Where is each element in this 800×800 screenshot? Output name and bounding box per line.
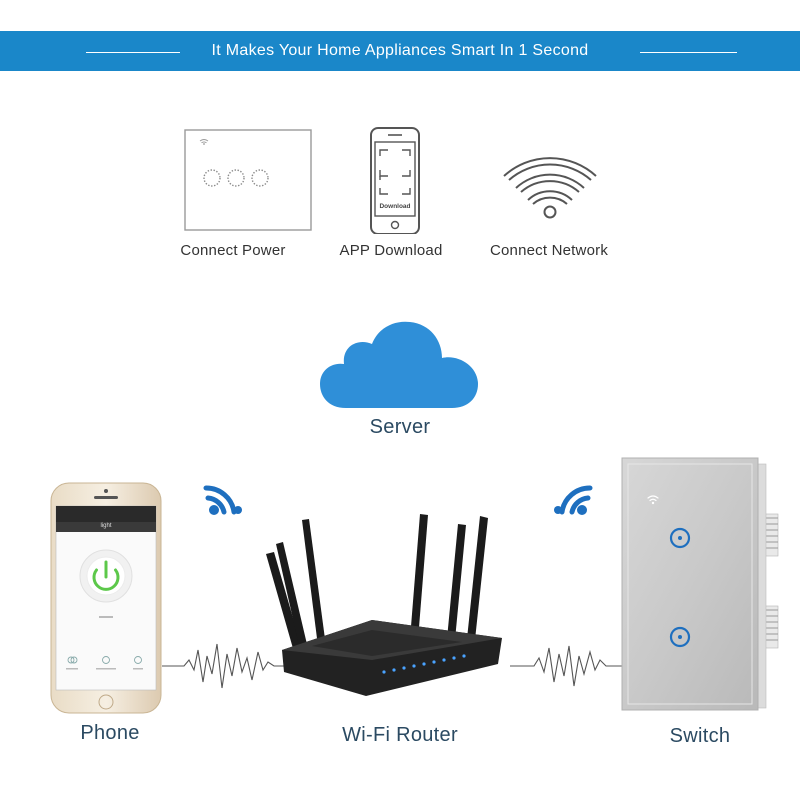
app-download-screen-text: Download (379, 203, 411, 210)
server-label: Server (369, 416, 431, 438)
banner-rule-left (86, 52, 180, 53)
banner-title: It Makes Your Home Appliances Smart In 1… (211, 42, 589, 59)
wifi-signal-icon (203, 485, 242, 515)
wifi-signal-right (548, 470, 598, 520)
phone-label: Phone (80, 722, 140, 744)
wifi-icon (503, 157, 597, 219)
step-caption: Connect Power (180, 242, 286, 259)
cloud-icon (320, 321, 478, 408)
phone-screen-title: light (100, 523, 112, 529)
signal-wave-icon (162, 643, 292, 689)
header-banner: It Makes Your Home Appliances Smart In 1… (0, 31, 800, 71)
signal-wave-right (510, 636, 624, 692)
step-app-download: Download APP Download (306, 124, 476, 264)
wifi-signal-left (198, 470, 248, 520)
phone-device: light (50, 482, 162, 714)
step-connect-power: Connect Power (148, 124, 318, 264)
wifi-signal-icon (554, 485, 593, 515)
router-label: Wi-Fi Router (342, 724, 458, 746)
step-caption: Connect Network (489, 242, 609, 259)
banner-rule-right (640, 52, 737, 53)
signal-wave-left (162, 636, 292, 692)
server-cloud (318, 318, 482, 412)
switch-panel-icon (621, 457, 779, 711)
router-icon (266, 514, 502, 696)
touch-panel-icon (184, 129, 312, 231)
signal-wave-icon (510, 645, 624, 687)
switch-label: Switch (669, 725, 731, 747)
step-connect-network: Connect Network (464, 124, 634, 264)
wifi-router (262, 510, 518, 702)
wall-switch (620, 456, 780, 712)
phone-icon (50, 482, 162, 714)
smartphone-icon (370, 127, 420, 234)
step-caption: APP Download (339, 242, 443, 259)
